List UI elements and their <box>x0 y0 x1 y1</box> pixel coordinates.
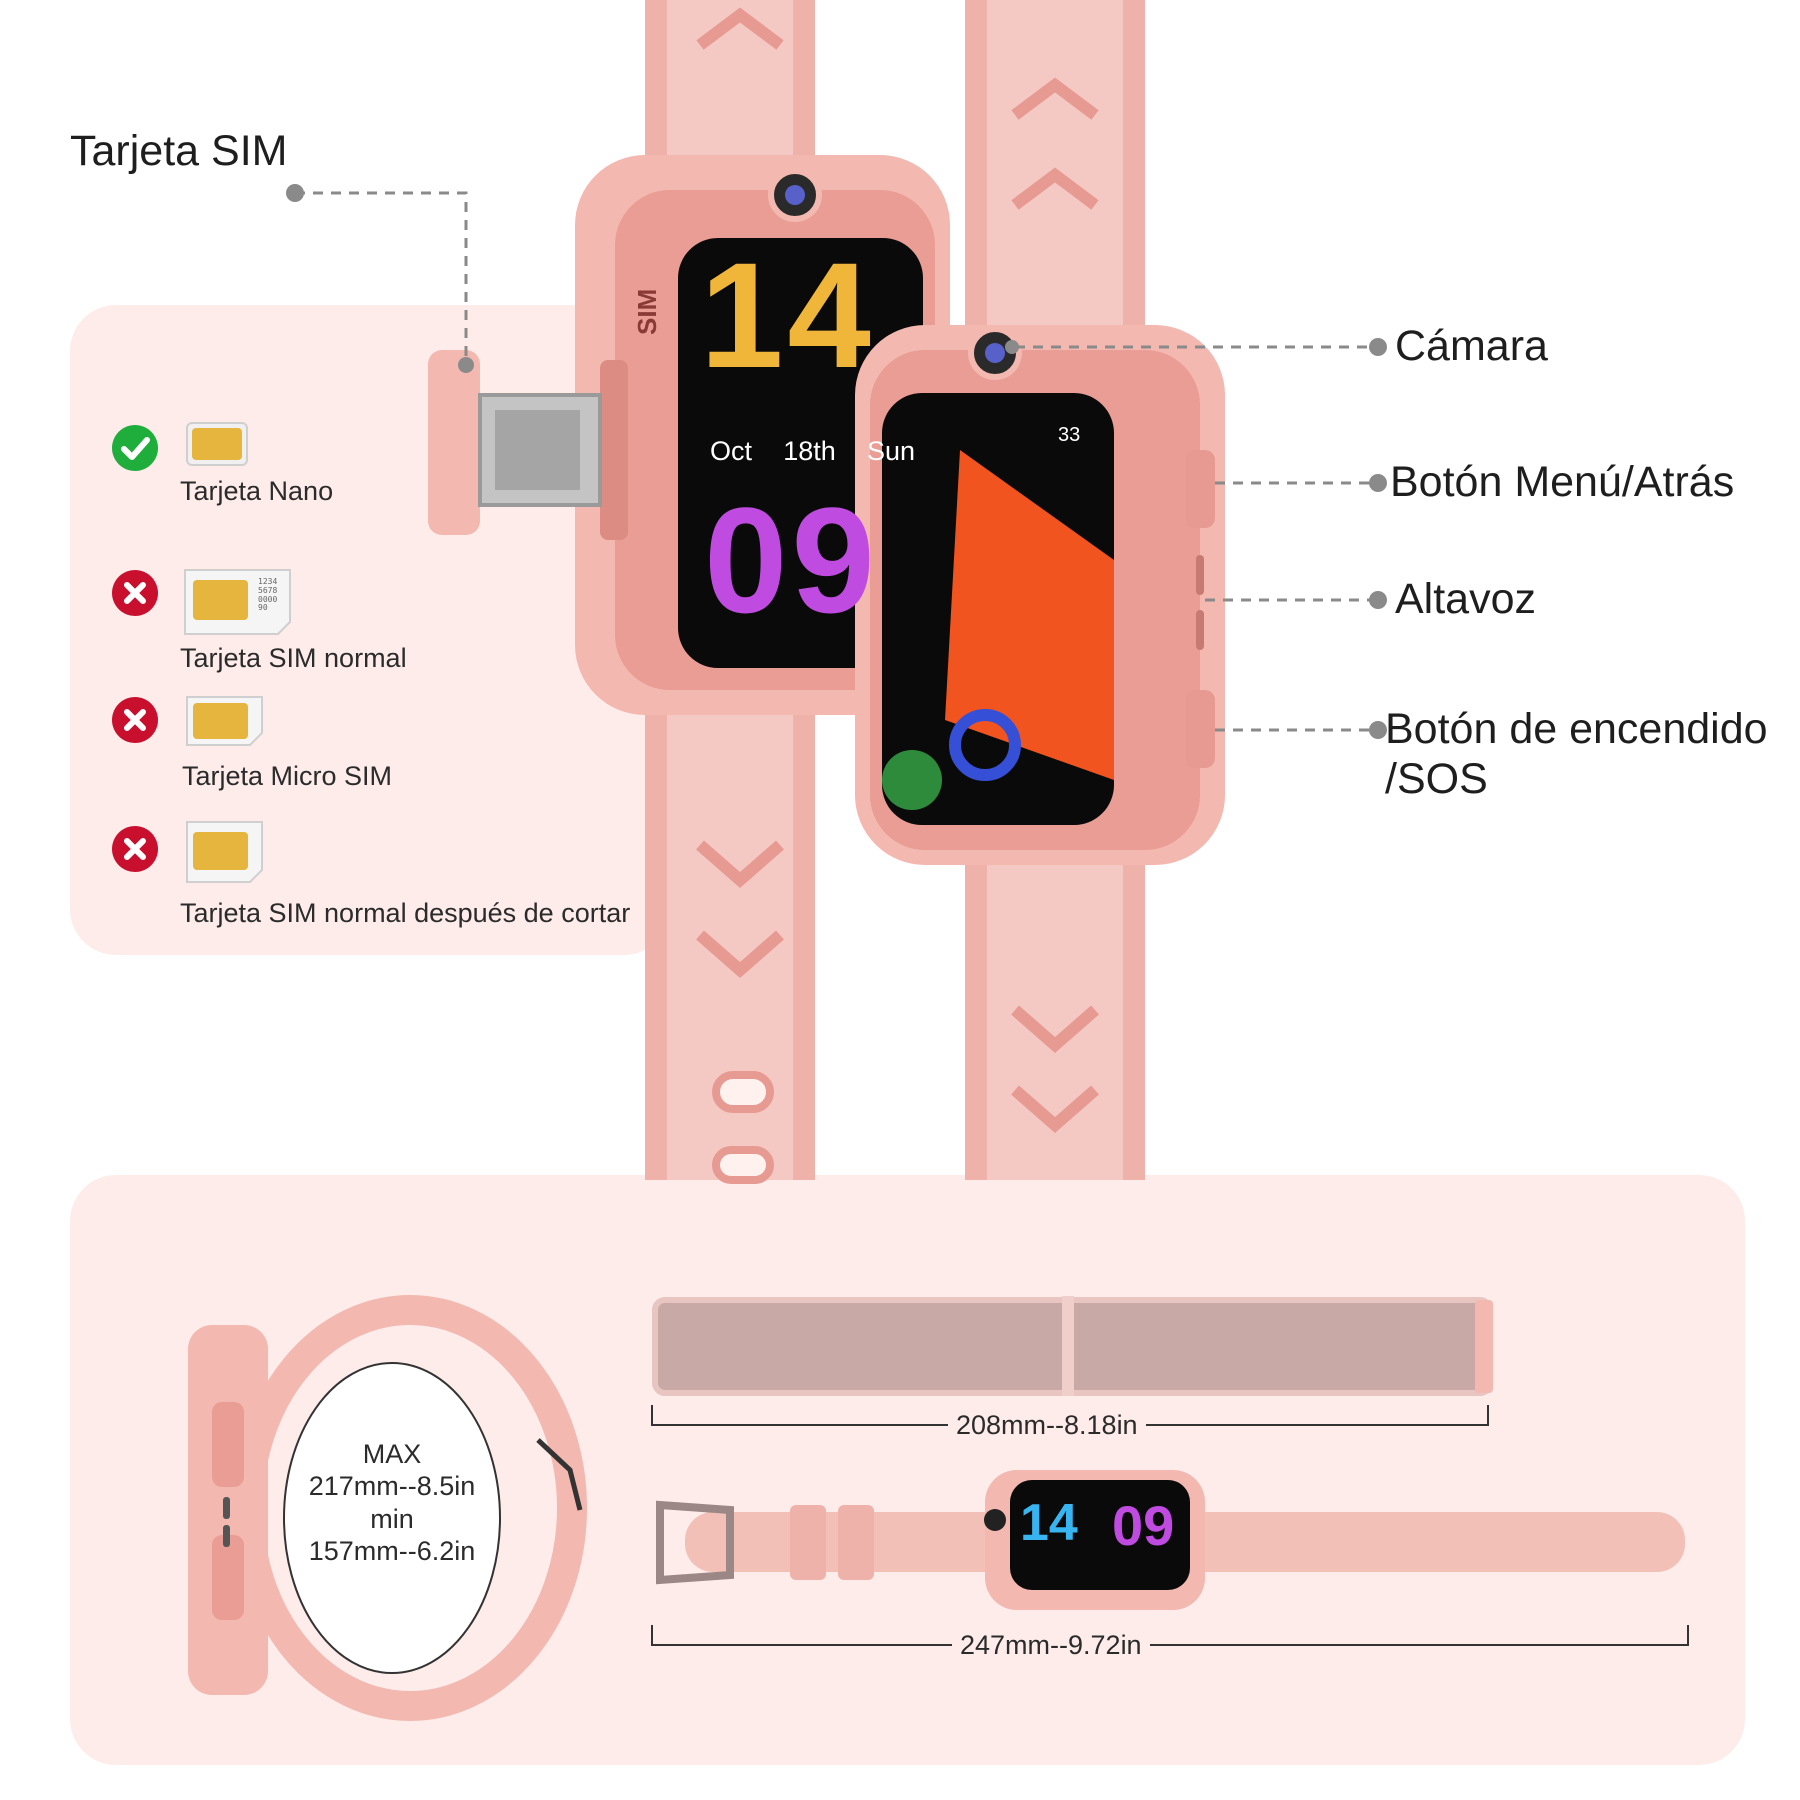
callout-power-sos-line2: /SOS <box>1385 755 1488 803</box>
callout-sim-card: Tarjeta SIM <box>70 127 288 175</box>
nylon-strap-length: 208mm--8.18in <box>948 1412 1146 1439</box>
svg-text:14: 14 <box>1020 1494 1078 1552</box>
check-icon <box>112 425 158 471</box>
callout-power-sos-line1: Botón de encendido <box>1385 705 1768 753</box>
nylon-strap <box>652 1296 1493 1396</box>
cross-icon <box>112 697 158 743</box>
sim-tray <box>428 350 602 535</box>
wrist-min-value: 157mm--6.2in <box>308 1536 476 1567</box>
cross-icon <box>112 570 158 616</box>
wrist-max-label: MAX <box>362 1439 422 1469</box>
sim-type-label: Tarjeta SIM normal después de cortar <box>180 898 631 928</box>
watch-month: Oct <box>710 436 753 466</box>
watch-minute: 09 <box>704 476 879 644</box>
cross-icon <box>112 826 158 872</box>
callout-camera: Cámara <box>1395 322 1548 370</box>
nano-sim-icon <box>186 422 248 466</box>
sim-type-label: Tarjeta SIM normal <box>180 643 407 673</box>
wrist-loop-illustration <box>188 1295 587 1721</box>
watch-gauge-value: 33 <box>1058 424 1081 446</box>
callout-menu-back-button: Botón Menú/Atrás <box>1390 458 1735 506</box>
sim-type-label: Tarjeta Nano <box>180 476 334 506</box>
wrist-size-text: MAX 217mm--8.5in min 157mm--6.2in <box>292 1438 492 1568</box>
watch-hour: 14 <box>700 231 875 399</box>
right-watch-body <box>855 325 1225 865</box>
sim-type-label: Tarjeta Micro SIM <box>182 761 393 791</box>
micro-sim-icon <box>186 696 263 746</box>
silicone-strap-with-watch: 14 09 <box>656 1470 1685 1610</box>
watch-weekday: Sun <box>866 436 915 466</box>
silicone-strap-length: 247mm--9.72in <box>952 1632 1150 1659</box>
cut-sim-icon <box>186 821 263 883</box>
callout-speaker: Altavoz <box>1395 575 1537 623</box>
watch-day: 18th <box>783 436 836 466</box>
sim-card-print: 1234 5678 0000 90 <box>258 577 278 613</box>
wrist-max-value: 217mm--8.5in <box>308 1471 476 1502</box>
callout-lines <box>295 191 1373 732</box>
callout-dots <box>286 184 1387 739</box>
wrist-min-label: min <box>370 1503 414 1534</box>
standard-sim-icon <box>184 569 291 635</box>
svg-text:09: 09 <box>1112 1494 1174 1557</box>
watch-date-row: Oct 18th Sun <box>710 438 915 465</box>
